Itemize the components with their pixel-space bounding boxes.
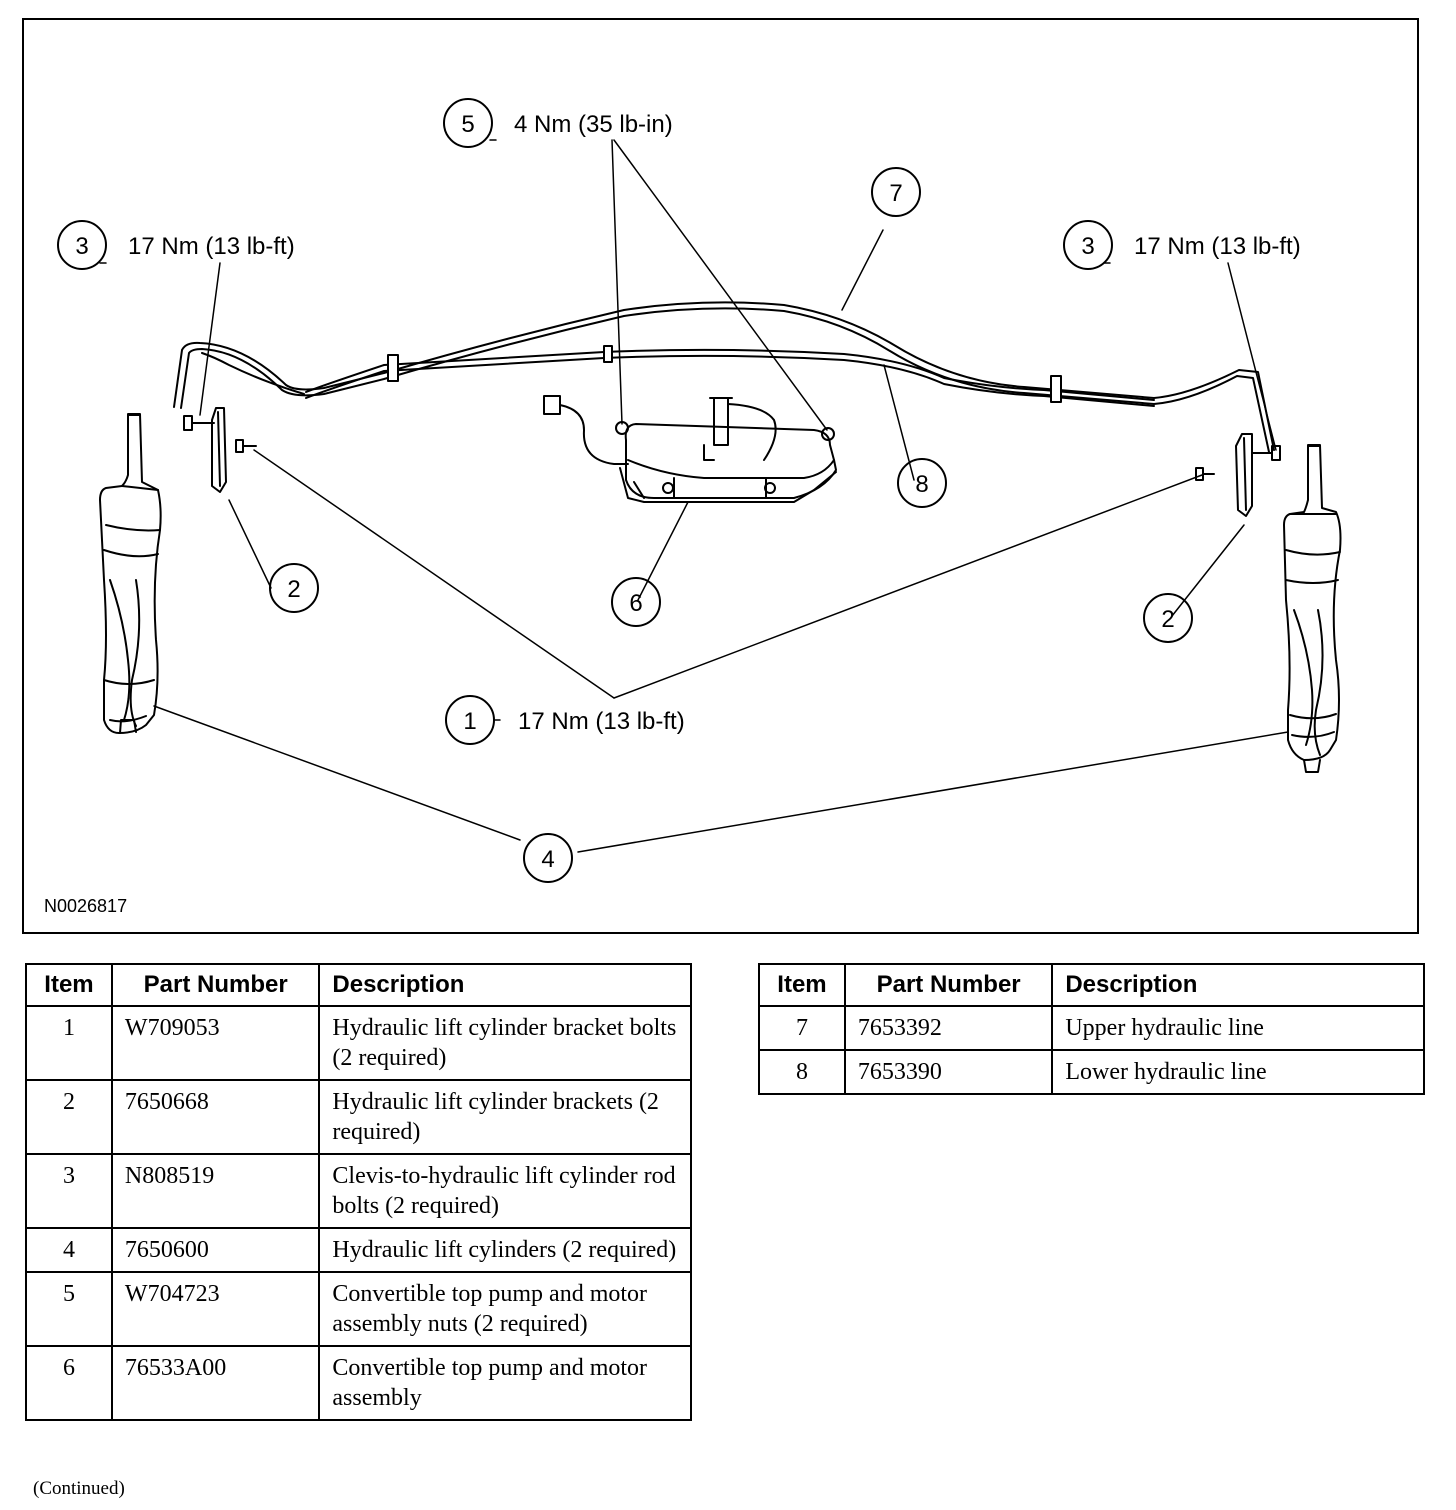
table-row: 4 7650600 Hydraulic lift cylinders (2 re… — [25, 1227, 692, 1273]
callout-6-number: 6 — [629, 590, 642, 617]
callout-5-number: 5 — [461, 111, 474, 138]
row-description: Convertible top pump and motor assembly — [318, 1345, 692, 1421]
row-description: Upper hydraulic line — [1051, 1005, 1425, 1051]
table-header-row: Item Part Number Description — [758, 963, 1425, 1007]
row-description: Hydraulic lift cylinder brackets (2 requ… — [318, 1079, 692, 1155]
row-item: 4 — [25, 1227, 113, 1273]
parts-table-left: Item Part Number Description 1 W709053 H… — [25, 963, 692, 1421]
left-rod-bolt — [183, 415, 215, 431]
table-row: 8 7653390 Lower hydraulic line — [758, 1049, 1425, 1095]
row-description: Clevis-to-hydraulic lift cylinder rod bo… — [318, 1153, 692, 1229]
row-part-number: 7653390 — [843, 1049, 1054, 1095]
header-item: Item — [758, 963, 846, 1007]
callout-7-number: 7 — [889, 180, 902, 207]
callout-3-left-number: 3 — [75, 233, 88, 260]
row-item: 5 — [25, 1271, 113, 1347]
row-item: 8 — [758, 1049, 846, 1095]
row-part-number: W709053 — [110, 1005, 321, 1081]
row-item: 7 — [758, 1005, 846, 1051]
table-row: 5 W704723 Convertible top pump and motor… — [25, 1271, 692, 1347]
right-rod-bolt — [1251, 445, 1281, 461]
upper-hydraulic-line — [173, 301, 1275, 453]
row-description: Hydraulic lift cylinders (2 required) — [318, 1227, 692, 1273]
figure-id: N0026817 — [44, 896, 128, 916]
callout-circles — [57, 98, 1193, 883]
row-item: 2 — [25, 1079, 113, 1155]
header-description: Description — [1051, 963, 1425, 1007]
callout-1-torque: 17 Nm (13 lb-ft) — [518, 708, 685, 735]
right-bracket-bolt — [1195, 467, 1215, 481]
callout-4-number: 4 — [541, 846, 554, 873]
exploded-view-diagram: 5 4 Nm (35 lb-in) 3 17 Nm (13 lb-ft) 3 1… — [57, 98, 1342, 883]
callout-2-right-number: 2 — [1161, 606, 1174, 633]
row-description: Convertible top pump and motor assembly … — [318, 1271, 692, 1347]
callout-3-right-number: 3 — [1081, 233, 1094, 260]
header-description: Description — [318, 963, 692, 1007]
table-row: 7 7653392 Upper hydraulic line — [758, 1005, 1425, 1051]
lower-hydraulic-line — [201, 348, 1155, 407]
callout-8-number: 8 — [915, 471, 928, 498]
table-row: 2 7650668 Hydraulic lift cylinder bracke… — [25, 1079, 692, 1155]
header-item: Item — [25, 963, 113, 1007]
right-bracket — [1235, 433, 1253, 517]
row-item: 3 — [25, 1153, 113, 1229]
left-bracket-bolt — [235, 439, 257, 453]
table-row: 6 76533A00 Convertible top pump and moto… — [25, 1345, 692, 1421]
parts-table-right: Item Part Number Description 7 7653392 U… — [758, 963, 1425, 1095]
callout-1-number: 1 — [463, 708, 476, 735]
diagram-frame: 5 4 Nm (35 lb-in) 3 17 Nm (13 lb-ft) 3 1… — [22, 18, 1419, 934]
table-row: 1 W709053 Hydraulic lift cylinder bracke… — [25, 1005, 692, 1081]
pump-motor-assembly — [543, 395, 837, 503]
header-part-number: Part Number — [110, 963, 321, 1007]
row-part-number: 7650600 — [110, 1227, 321, 1273]
callout-5-torque: 4 Nm (35 lb-in) — [514, 111, 673, 138]
row-item: 1 — [25, 1005, 113, 1081]
row-description: Lower hydraulic line — [1051, 1049, 1425, 1095]
table-row: 3 N808519 Clevis-to-hydraulic lift cylin… — [25, 1153, 692, 1229]
left-lift-cylinder — [99, 413, 162, 734]
row-part-number: W704723 — [110, 1271, 321, 1347]
row-item: 6 — [25, 1345, 113, 1421]
callout-2-left-number: 2 — [287, 576, 300, 603]
table-header-row: Item Part Number Description — [25, 963, 692, 1007]
header-part-number: Part Number — [843, 963, 1054, 1007]
left-bracket — [211, 407, 227, 493]
leader-lines — [99, 139, 1289, 853]
callout-3-right-torque: 17 Nm (13 lb-ft) — [1134, 233, 1301, 260]
callout-3-left-torque: 17 Nm (13 lb-ft) — [128, 233, 295, 260]
right-lift-cylinder — [1283, 444, 1342, 773]
row-part-number: N808519 — [110, 1153, 321, 1229]
row-part-number: 7653392 — [843, 1005, 1054, 1051]
continued-note: (Continued) — [33, 1478, 125, 1499]
row-description: Hydraulic lift cylinder bracket bolts (2… — [318, 1005, 692, 1081]
row-part-number: 76533A00 — [110, 1345, 321, 1421]
row-part-number: 7650668 — [110, 1079, 321, 1155]
